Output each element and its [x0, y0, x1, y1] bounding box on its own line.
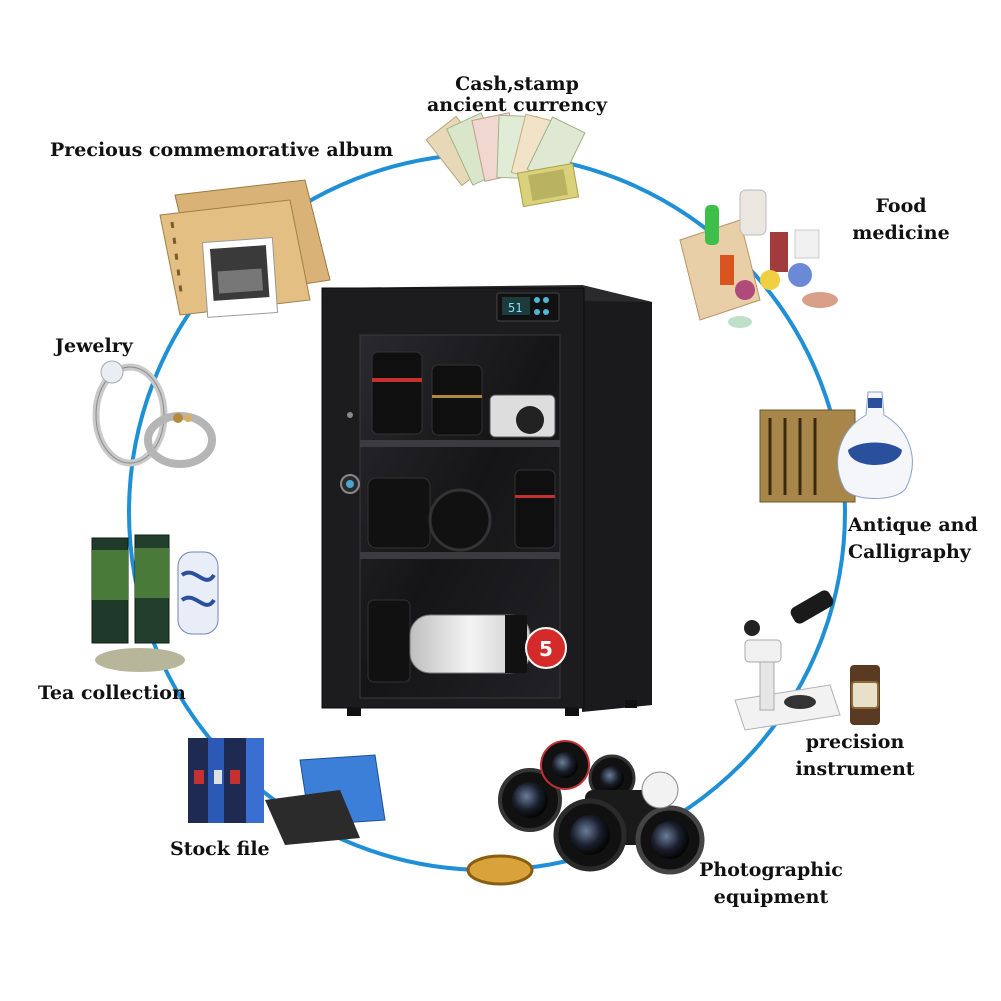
label-antique-calligraphy: Antique and Calligraphy: [848, 514, 978, 563]
cabinet-display: 51: [508, 301, 522, 315]
food-medicine-icon: [679, 189, 838, 328]
label-stock-file: Stock file: [170, 838, 270, 860]
jewelry-icon: [92, 360, 216, 468]
label-cash-stamp: Cash,stamp ancient currency: [426, 73, 608, 116]
album-icon: [159, 179, 331, 318]
label-commemorative-album: Precious commemorative album: [50, 139, 394, 161]
label-tea-collection: Tea collection: [38, 682, 186, 704]
microscope-icon: [734, 590, 880, 731]
label-food-medicine: Food medicine: [852, 195, 950, 244]
label-photographic-equipment: Photographic equipment: [699, 859, 843, 908]
folder-icon: [188, 738, 386, 845]
tea-icon: [91, 534, 219, 672]
label-jewelry: Jewelry: [55, 335, 133, 357]
dry-cabinet: 51 5: [321, 285, 652, 716]
label-precision-instrument: precision instrument: [795, 731, 915, 780]
camera-icon: [466, 740, 705, 886]
cash-icon: [425, 112, 586, 208]
antique-icon: [759, 391, 913, 503]
warranty-badge: 5: [539, 637, 553, 661]
